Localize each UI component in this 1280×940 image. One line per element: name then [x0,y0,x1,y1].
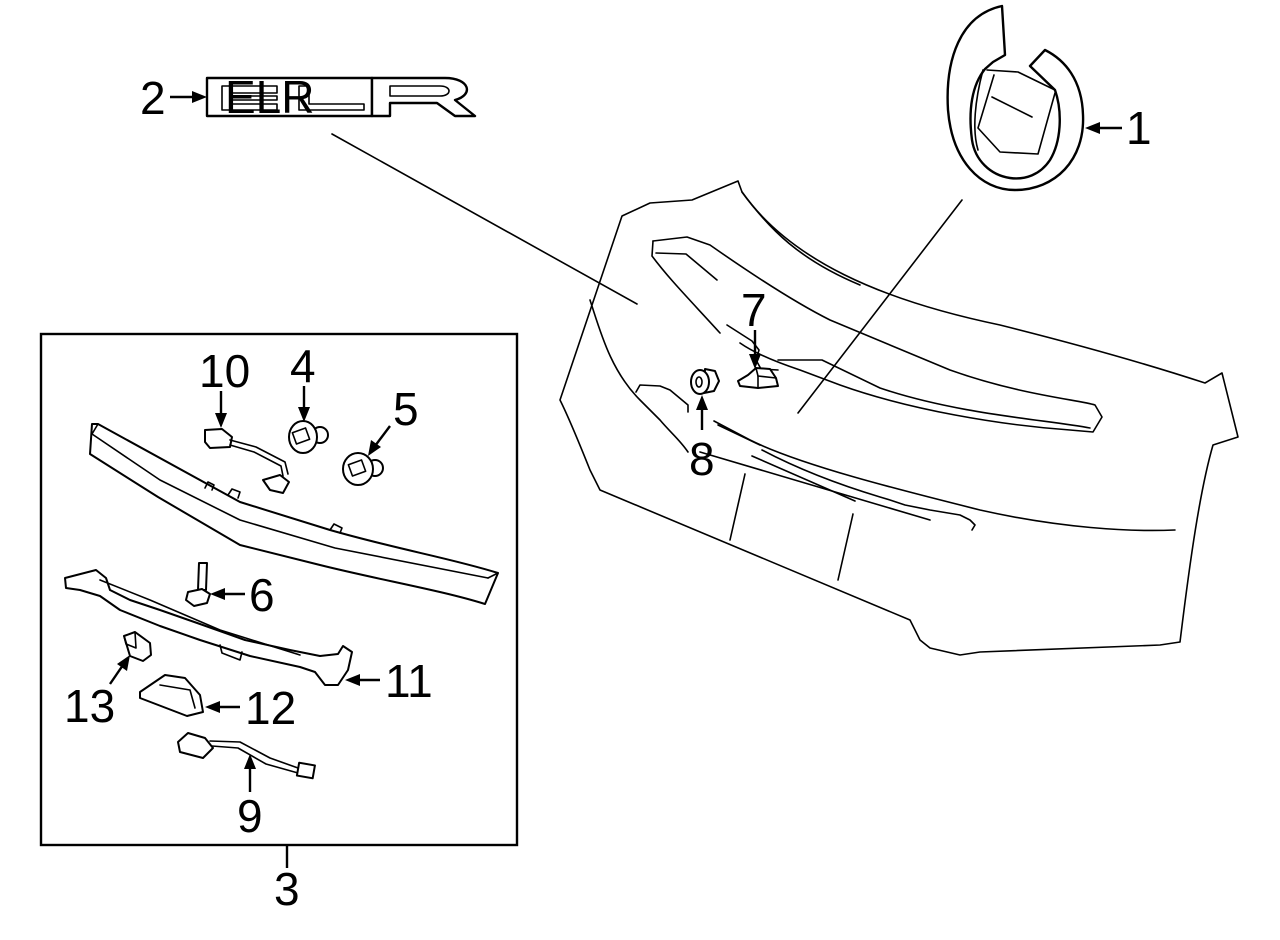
assembly-frame [39,332,519,847]
callout-13: 13 [64,680,115,732]
retainer-7-part [737,367,779,389]
callout-12: 12 [245,682,296,734]
push-pin-5-part [342,452,384,486]
wiring-harness-part [64,569,353,686]
callout-7: 7 [741,284,767,336]
applique-bar-part [89,423,499,605]
bulb-13-part [123,631,152,662]
callout-10: 10 [199,345,250,397]
bolt-6-part [185,562,211,607]
elr-nameplate-part: ELR [205,71,477,123]
emblem-text: ELR [225,71,314,123]
callout-8: 8 [689,433,715,485]
callout-1: 1 [1126,102,1152,154]
callout-2: 2 [140,72,166,124]
license-lamp-part [139,674,204,717]
leader-line-2 [331,133,638,305]
callout-9: 9 [237,790,263,842]
grommet-8-part [690,368,720,395]
lamp-harness-part [177,732,316,780]
callout-11: 11 [385,655,433,707]
callout-arrows [109,91,1122,792]
connector-harness-part [204,428,290,494]
leader-line-1 [797,199,963,414]
callout-5: 5 [393,383,419,435]
trunk-lid [331,133,1239,656]
push-pin-4-part [288,420,329,454]
callout-6: 6 [249,569,275,621]
emblem-ring-part [946,4,1085,192]
callout-4: 4 [290,340,316,392]
callout-3: 3 [274,863,300,915]
